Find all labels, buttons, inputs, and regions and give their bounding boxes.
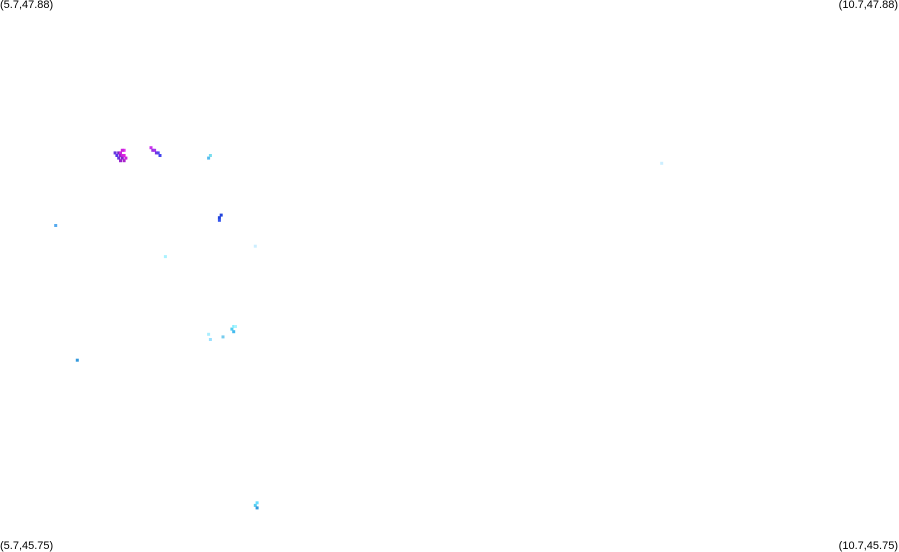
scatter-point <box>255 501 259 505</box>
corner-coordinate-top-right: (10.7,47.88) <box>838 0 898 11</box>
scatter-point <box>156 151 160 155</box>
scatter-point <box>124 156 128 160</box>
scatter-point <box>122 154 126 157</box>
scatter-point <box>115 154 119 157</box>
scatter-point <box>122 159 126 163</box>
scatter-point <box>217 216 221 220</box>
scatter-point <box>207 332 211 336</box>
scatter-point <box>255 506 259 510</box>
scatter-point <box>154 151 158 155</box>
scatter-point <box>119 159 122 163</box>
corner-coordinate-bottom-right: (10.7,45.75) <box>838 540 898 552</box>
scatter-point <box>253 503 257 507</box>
scatter-point <box>253 244 257 248</box>
scatter-point <box>120 156 124 160</box>
scatter-point <box>208 338 212 341</box>
scatter-point <box>119 154 122 157</box>
scatter-point <box>232 325 236 328</box>
scatter-point <box>158 154 162 157</box>
scatter-point <box>119 151 122 155</box>
points-layer <box>54 146 664 510</box>
corner-coordinate-bottom-left: (5.7,45.75) <box>0 540 54 552</box>
scatter-point <box>230 327 234 331</box>
scatter-point <box>75 358 79 362</box>
scatter-point <box>120 154 124 157</box>
scatter-point <box>151 148 155 152</box>
scatter-point <box>120 148 124 152</box>
scatter-point <box>54 224 58 227</box>
scatter-point <box>117 156 121 160</box>
corner-coordinate-top-left: (5.7,47.88) <box>0 0 54 11</box>
scatter-point <box>217 218 221 222</box>
scatter-point <box>207 156 211 160</box>
scatter-point <box>163 255 167 259</box>
scatter-point <box>122 148 126 152</box>
scatter-point <box>660 161 664 165</box>
scatter-point <box>234 325 237 328</box>
scatter-point <box>149 146 153 150</box>
scatter-point <box>153 148 157 152</box>
scatter-point <box>219 213 223 217</box>
scatter-point <box>208 154 212 157</box>
scatter-point <box>232 330 236 334</box>
scatter-point <box>117 151 121 155</box>
scatter-point <box>221 335 225 339</box>
scatter-point <box>113 151 117 155</box>
